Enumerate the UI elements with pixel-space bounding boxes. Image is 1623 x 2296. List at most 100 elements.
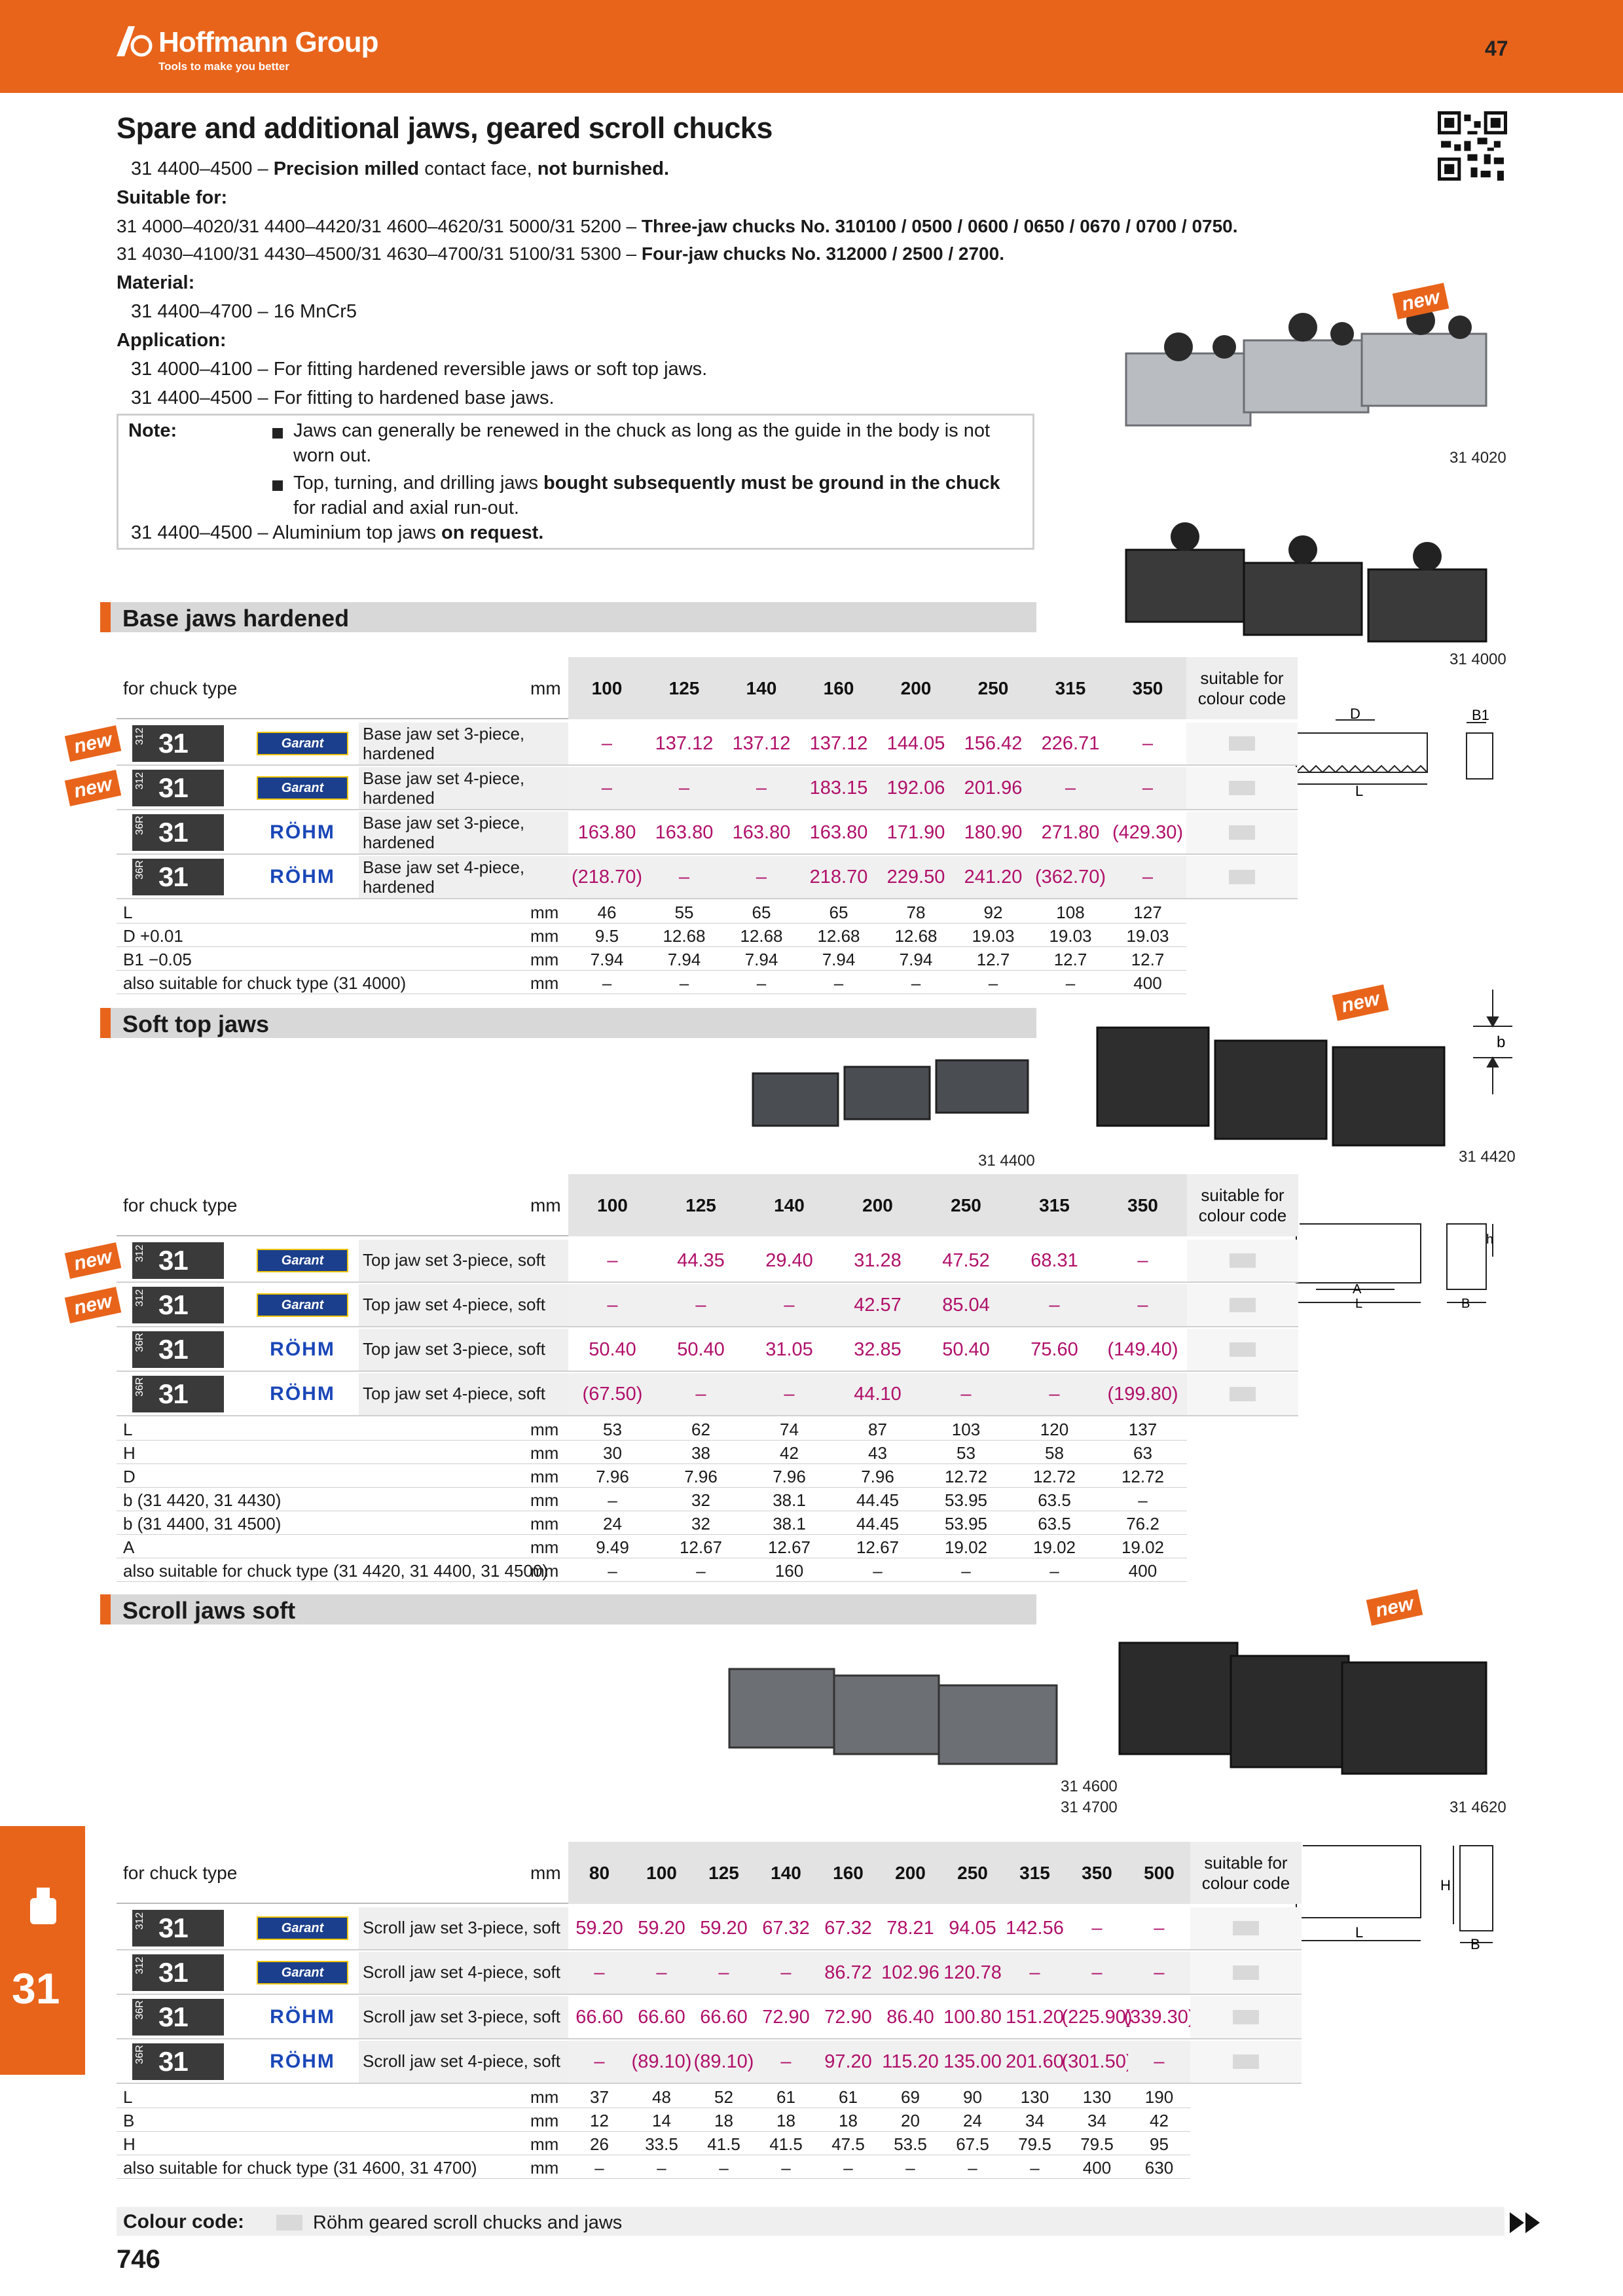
dim-label-D: D (1350, 707, 1360, 722)
colour-swatch (1230, 1253, 1256, 1268)
colour-swatch (1230, 1298, 1256, 1312)
dimension-value: – (873, 1561, 883, 1581)
section-title: Soft top jaws (122, 1011, 269, 1037)
intro-line-precision: 31 4400–4500 – Precision milled contact … (131, 158, 669, 180)
next-page-icon[interactable] (1510, 2210, 1542, 2236)
desc-line: Scroll jaw set 3-piece, soft (363, 1918, 561, 1937)
price-cell: 163.80 (568, 812, 647, 853)
price-cell: 66.60 (630, 1996, 694, 2038)
price-cell: 142.56 (1004, 1907, 1067, 1949)
desc-line: Base jaw set 3-piece, (363, 724, 525, 744)
dimension-value: 65 (752, 903, 771, 922)
dimension-value: 53 (957, 1443, 976, 1463)
price-cell: 120.78 (941, 1952, 1005, 1994)
vendor-code: 36R (134, 2000, 145, 2020)
dimension-value: 19.03 (972, 926, 1015, 946)
soft-jaw-diagram: A L h B (1296, 1223, 1493, 1309)
rohm-logo: RÖHM (257, 2005, 348, 2029)
unit-mm: mm (530, 2087, 559, 2107)
dimension-value: 18 (714, 2111, 733, 2130)
unit-mm: mm (530, 950, 559, 969)
vendor-code: 312 (134, 1244, 145, 1263)
price-cell: 180.90 (955, 812, 1033, 853)
brand-text: RÖHM (270, 866, 335, 888)
dimension-value: 7.96 (596, 1467, 629, 1486)
colour-code-cell (1186, 723, 1298, 764)
price-cell: (89.10) (693, 2041, 756, 2083)
rohm-logo: RÖHM (257, 1382, 348, 1406)
size-header-250: 250 (941, 1842, 1005, 1904)
dimension-value: 48 (652, 2087, 671, 2107)
dimension-value: 130 (1082, 2087, 1112, 2107)
dimension-value: 12.72 (1032, 1467, 1076, 1486)
dimension-value: 9.5 (594, 926, 619, 946)
dimension-value: 12.68 (740, 926, 783, 946)
row-rule (117, 1534, 1187, 1535)
dimension-value: 79.5 (1018, 2134, 1051, 2154)
dimension-value: 90 (963, 2087, 982, 2107)
product-description: Top jaw set 4-piece, soft (363, 1384, 545, 1403)
row-rule (117, 1415, 1298, 1416)
brand-text: RÖHM (270, 2006, 335, 2028)
unit-mm: mm (530, 2158, 559, 2178)
colour-code-cell (1186, 767, 1298, 809)
size-header-315: 315 (1010, 1174, 1100, 1236)
dim-label-H: H (1440, 1877, 1451, 1893)
price-cell: – (1109, 767, 1188, 809)
product-description: Scroll jaw set 4-piece, soft (363, 2051, 560, 2071)
rohm-logo: RÖHM (257, 2050, 348, 2073)
caption-314620: 31 4620 (1450, 1799, 1506, 1816)
price-cell: – (657, 1373, 746, 1415)
vendor-code: 312 (134, 1289, 145, 1307)
row-rule (117, 809, 1298, 810)
range-text: 31 4000–4020/31 4400–4420/31 4600–4620/3… (117, 216, 637, 236)
price-cell: – (755, 2041, 818, 2083)
price-cell: 86.72 (817, 1952, 881, 1994)
price-cell: 50.40 (657, 1329, 746, 1371)
dimension-value: 7.96 (861, 1467, 894, 1486)
price-cell: (339.30) (1124, 1996, 1195, 2038)
caption-314600: 31 4600 (1061, 1778, 1118, 1795)
price-cell: – (1010, 1373, 1100, 1415)
page-number: 746 (117, 2245, 160, 2274)
dimension-label: b (31 4400, 31 4500) (123, 1514, 282, 1534)
dimension-value: 58 (1045, 1443, 1064, 1463)
dimension-value: 95 (1150, 2134, 1169, 2154)
dimension-value: – (911, 973, 921, 993)
colour-code-label: colour code (1197, 688, 1286, 708)
row-shade (359, 1329, 568, 1371)
dimension-value: – (719, 2158, 729, 2178)
text: Aluminium top jaws (272, 522, 436, 543)
row-shade (359, 1240, 568, 1282)
article-number: 31 4700 (158, 2046, 217, 2108)
product-description: Top jaw set 3-piece, soft (363, 1250, 545, 1270)
colour-code-cell (1187, 1329, 1298, 1371)
section-title: Base jaws hardened (122, 605, 350, 632)
price-cell: 44.10 (833, 1373, 923, 1415)
price-cell: – (1128, 1907, 1192, 1949)
row-shade (359, 767, 568, 809)
dimension-label: B1 −0.05 (123, 950, 192, 969)
dimension-value: 190 (1144, 2087, 1174, 2107)
desc-line: hardened (363, 877, 435, 897)
rohm-logo: RÖHM (257, 1338, 348, 1361)
dimension-value: – (657, 2158, 666, 2178)
article-number: 31 4500 (158, 1378, 217, 1441)
price-cell: 201.60 (1004, 2041, 1067, 2083)
brand-tagline: Tools to make you better (158, 60, 289, 73)
unit-mm: mm (530, 1490, 559, 1510)
